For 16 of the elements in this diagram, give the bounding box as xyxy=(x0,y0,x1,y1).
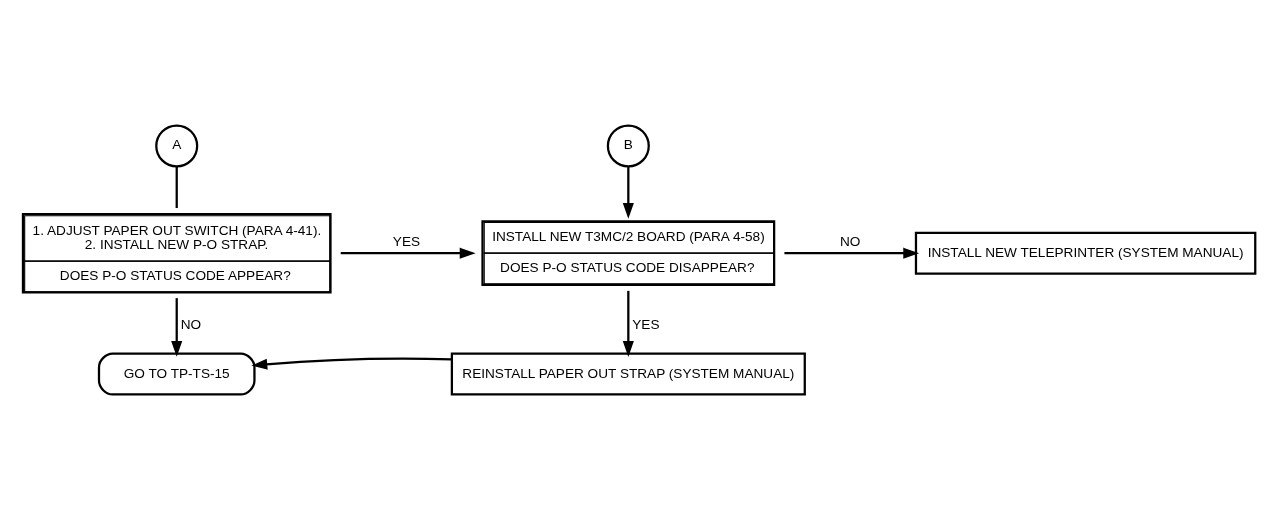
node-box: INSTALL NEW TELEPRINTER (SYSTEM MANUAL) xyxy=(914,231,1257,275)
node-circle: A xyxy=(155,123,199,168)
edge-label: YES xyxy=(632,316,660,332)
node-box: REINSTALL PAPER OUT STRAP (SYSTEM MANUAL) xyxy=(450,351,806,396)
arrow xyxy=(171,297,183,357)
connector xyxy=(175,166,178,208)
arrow xyxy=(784,247,920,259)
arrow xyxy=(340,247,476,259)
edge-label: YES xyxy=(392,233,421,249)
arrow xyxy=(622,166,634,219)
node-circle: B xyxy=(606,123,650,168)
arrow xyxy=(251,357,452,370)
node-box: GO TO TP-TS-15 xyxy=(97,351,256,396)
edge-label: NO xyxy=(180,316,202,332)
arrow xyxy=(622,290,634,357)
edge-label: NO xyxy=(839,233,861,249)
